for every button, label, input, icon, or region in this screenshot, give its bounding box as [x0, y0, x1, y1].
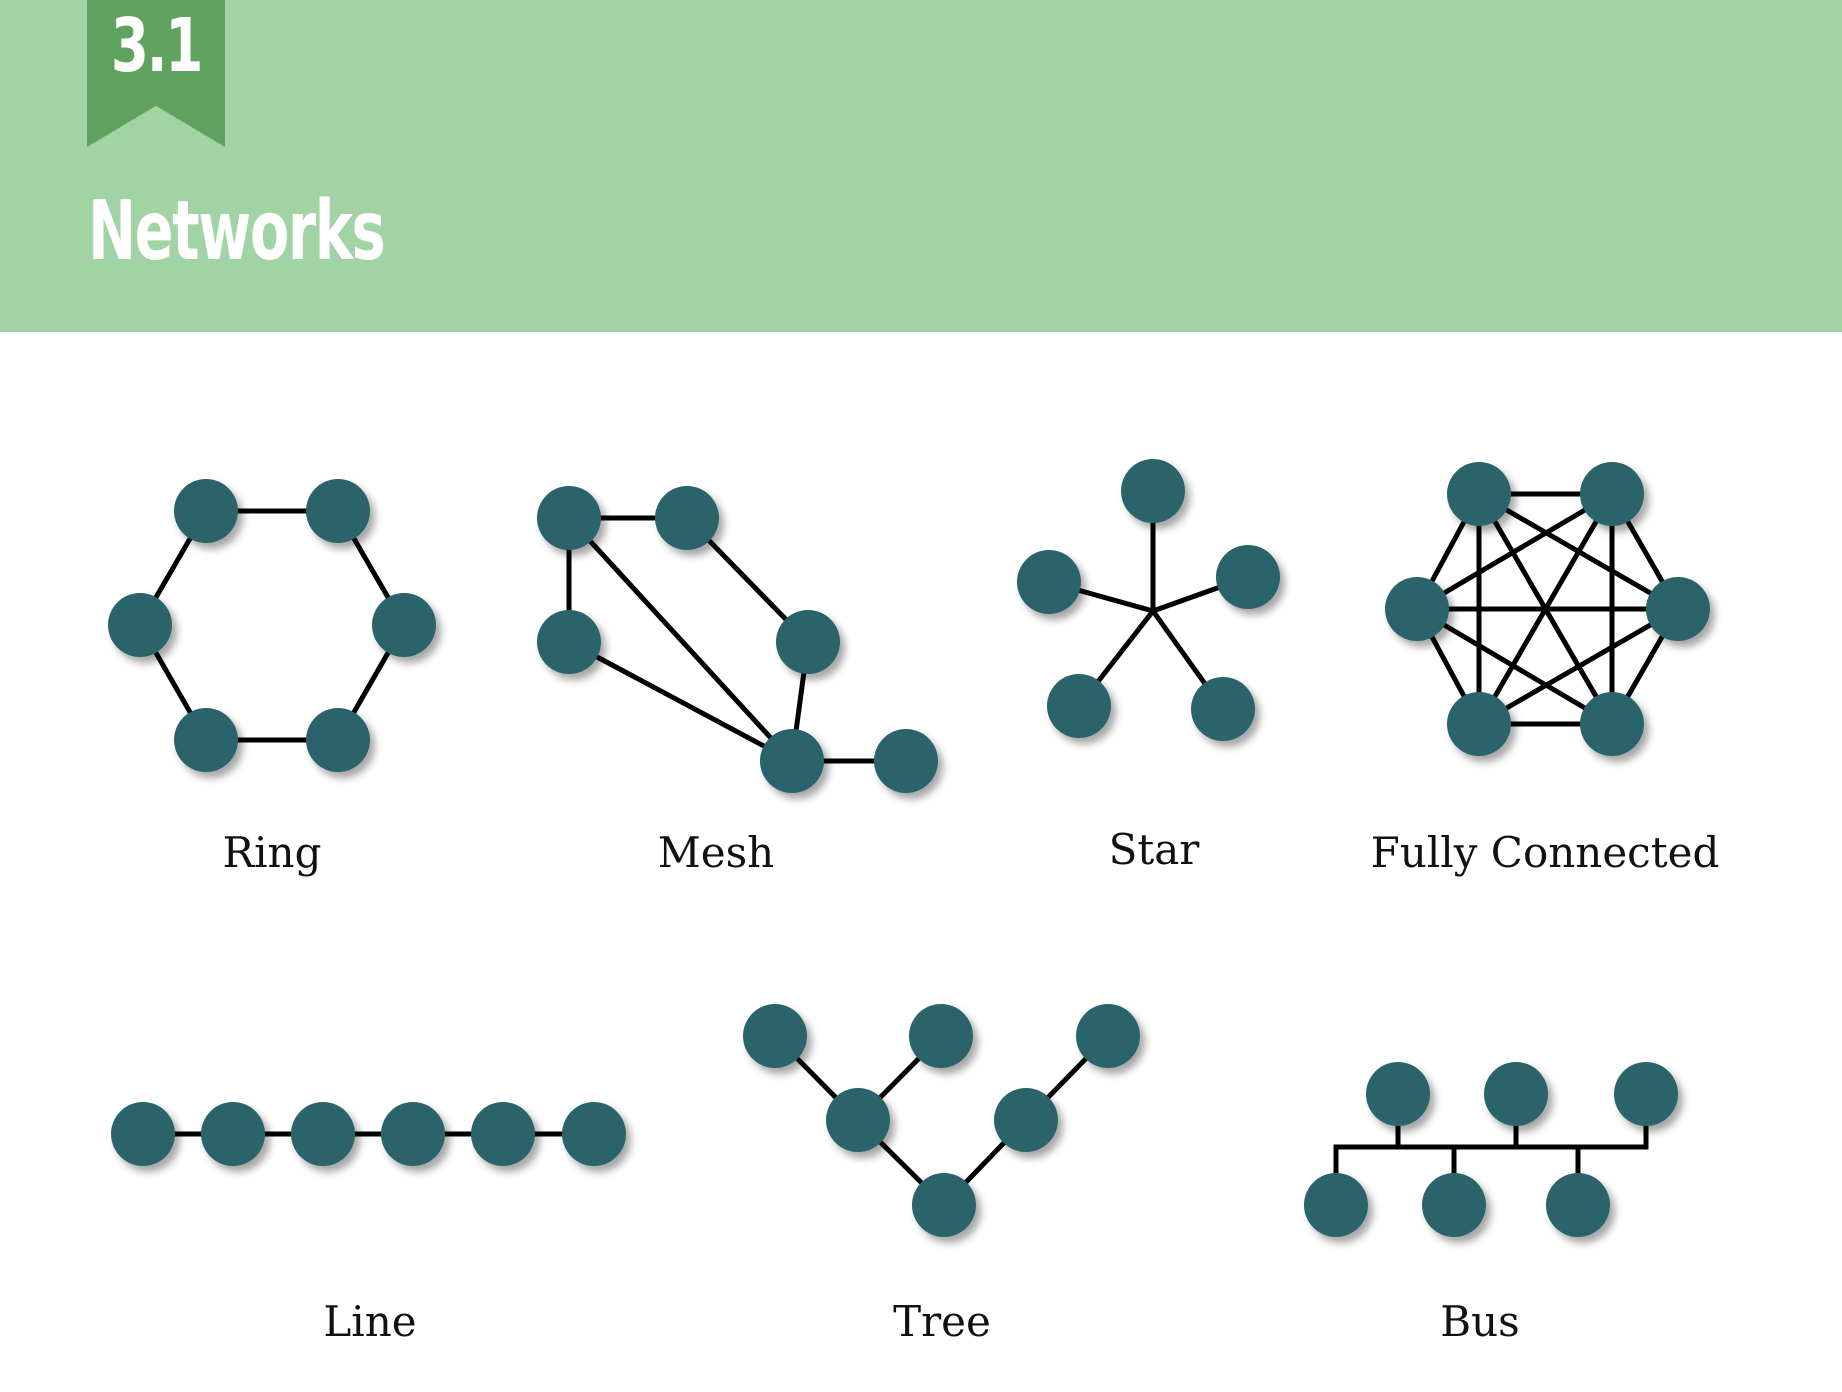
topology-fully-connected — [1385, 462, 1710, 756]
node — [174, 708, 238, 772]
node — [1191, 677, 1255, 741]
node — [1447, 462, 1511, 526]
node — [1216, 545, 1280, 609]
topology-star — [1017, 459, 1280, 741]
node — [912, 1173, 976, 1237]
node — [108, 593, 172, 657]
node — [1646, 577, 1710, 641]
node — [1385, 577, 1449, 641]
label-star: Star — [1109, 825, 1201, 874]
node — [537, 610, 601, 674]
node — [1447, 692, 1511, 756]
edge — [567, 516, 794, 763]
edge — [1415, 606, 1614, 727]
node — [760, 729, 824, 793]
label-ring: Ring — [223, 828, 322, 877]
node — [1546, 1173, 1610, 1237]
section-number: 3.1 — [110, 3, 204, 89]
node — [1047, 674, 1111, 738]
node — [1422, 1173, 1486, 1237]
section-ribbon: 3.1 — [87, 0, 225, 147]
node — [909, 1004, 973, 1068]
topology-tree — [743, 1004, 1140, 1237]
node — [111, 1102, 175, 1166]
node — [1366, 1062, 1430, 1126]
topology-ring — [108, 479, 436, 772]
edge — [567, 639, 794, 764]
label-fully-connected: Fully Connected — [1371, 828, 1720, 877]
node — [381, 1102, 445, 1166]
label-tree: Tree — [893, 1297, 991, 1346]
topology-bus — [1304, 1062, 1678, 1237]
header-banner: 3.1 Networks — [0, 0, 1842, 332]
edge — [1477, 606, 1680, 727]
node — [1304, 1173, 1368, 1237]
node — [471, 1102, 535, 1166]
node — [562, 1102, 626, 1166]
node — [826, 1088, 890, 1152]
node — [372, 593, 436, 657]
topology-line — [111, 1102, 626, 1166]
node — [1484, 1062, 1548, 1126]
node — [537, 486, 601, 550]
node — [874, 729, 938, 793]
page-title: Networks — [88, 184, 386, 279]
topology-mesh — [537, 486, 938, 793]
node — [174, 479, 238, 543]
node — [655, 486, 719, 550]
node — [1017, 550, 1081, 614]
node — [306, 708, 370, 772]
label-mesh: Mesh — [658, 828, 774, 877]
edge — [1415, 491, 1614, 612]
node — [1076, 1004, 1140, 1068]
node — [994, 1088, 1058, 1152]
node — [1580, 692, 1644, 756]
node — [201, 1102, 265, 1166]
node — [776, 610, 840, 674]
node — [1580, 462, 1644, 526]
label-line: Line — [323, 1297, 416, 1346]
node — [291, 1102, 355, 1166]
node — [306, 479, 370, 543]
node — [1121, 459, 1185, 523]
node — [743, 1004, 807, 1068]
label-bus: Bus — [1440, 1297, 1519, 1346]
node — [1614, 1062, 1678, 1126]
